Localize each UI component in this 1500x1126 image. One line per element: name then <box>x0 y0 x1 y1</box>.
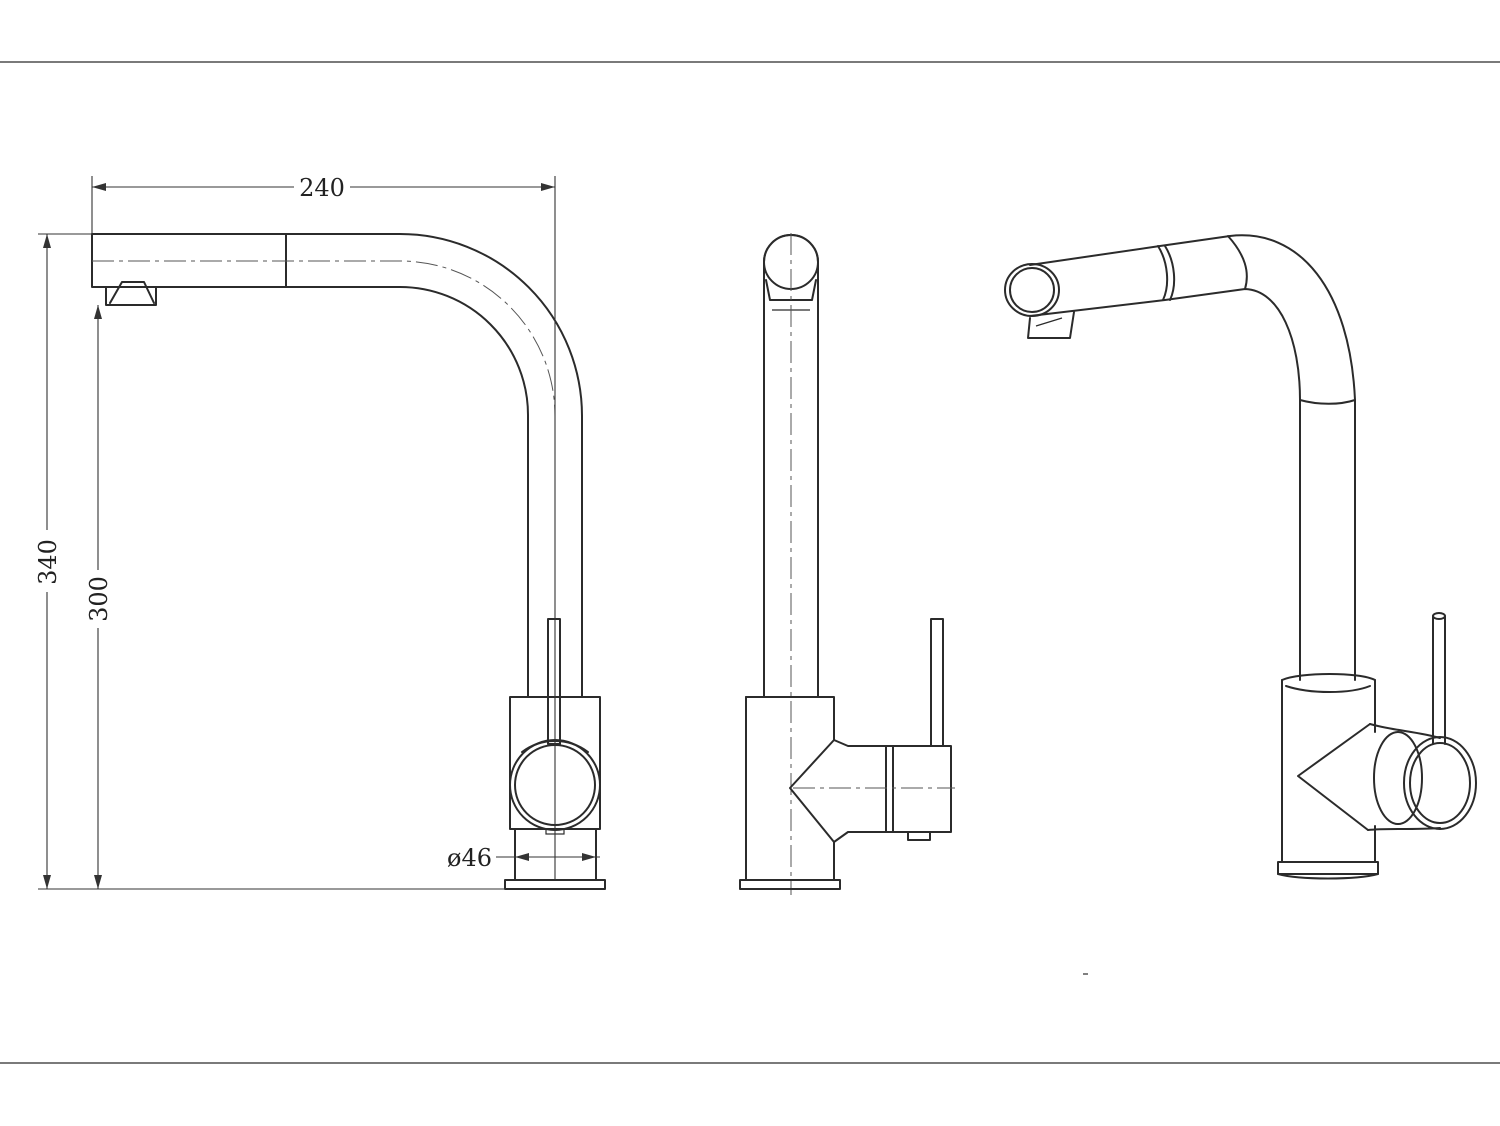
dimension-spout-height-label: 300 <box>85 576 113 622</box>
side-view <box>91 233 606 890</box>
dimension-total-height-label: 340 <box>34 539 62 585</box>
dimension-width-label: 240 <box>299 174 345 202</box>
dimension-base-diameter <box>496 853 600 861</box>
dimension-base-diameter-label: ø46 <box>447 844 492 872</box>
dimension-spout-height <box>94 305 102 889</box>
dimension-width <box>91 176 556 880</box>
perspective-view <box>1004 234 1477 880</box>
dimension-total-height <box>38 233 505 890</box>
front-view <box>739 233 955 895</box>
